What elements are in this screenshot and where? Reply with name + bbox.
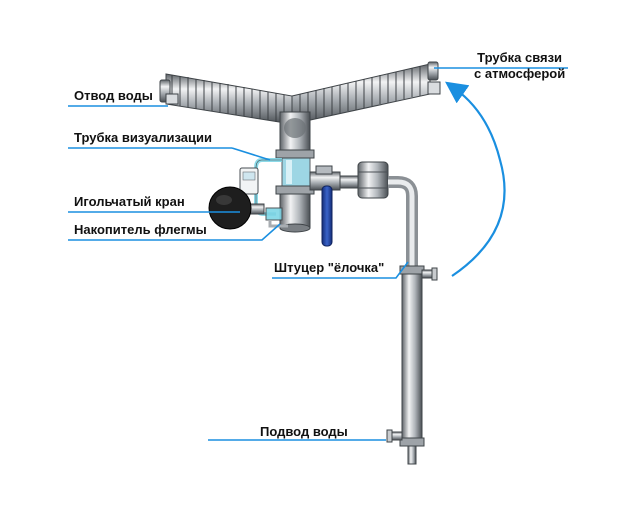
label-reflux-accumulator: Накопитель флегмы — [74, 222, 207, 237]
label-water-inlet: Подвод воды — [260, 424, 348, 439]
label-water-outlet: Отвод воды — [74, 88, 153, 103]
leader-lines — [68, 67, 568, 441]
label-barbed-fitting: Штуцер "ёлочка" — [274, 260, 385, 275]
ball-valve — [309, 165, 341, 247]
label-atmosphere-tube: Трубка связи с атмосферой — [474, 50, 566, 81]
flow-arrow — [445, 81, 506, 277]
label-needle-valve: Игольчатый кран — [74, 194, 185, 209]
product-outlet — [339, 161, 418, 272]
reflux-accumulator — [265, 207, 288, 228]
needle-valve — [208, 186, 265, 230]
column-body — [275, 111, 315, 233]
vertical-cooler — [386, 265, 438, 465]
thermometer-gauge — [239, 167, 259, 195]
label-visualization-tube: Трубка визуализации — [74, 130, 212, 145]
leader-visualization-tube-tip — [231, 147, 271, 161]
leader-barbed-fitting — [272, 261, 409, 279]
leader-reflux-accumulator — [68, 223, 281, 241]
coil-condenser — [159, 61, 441, 125]
